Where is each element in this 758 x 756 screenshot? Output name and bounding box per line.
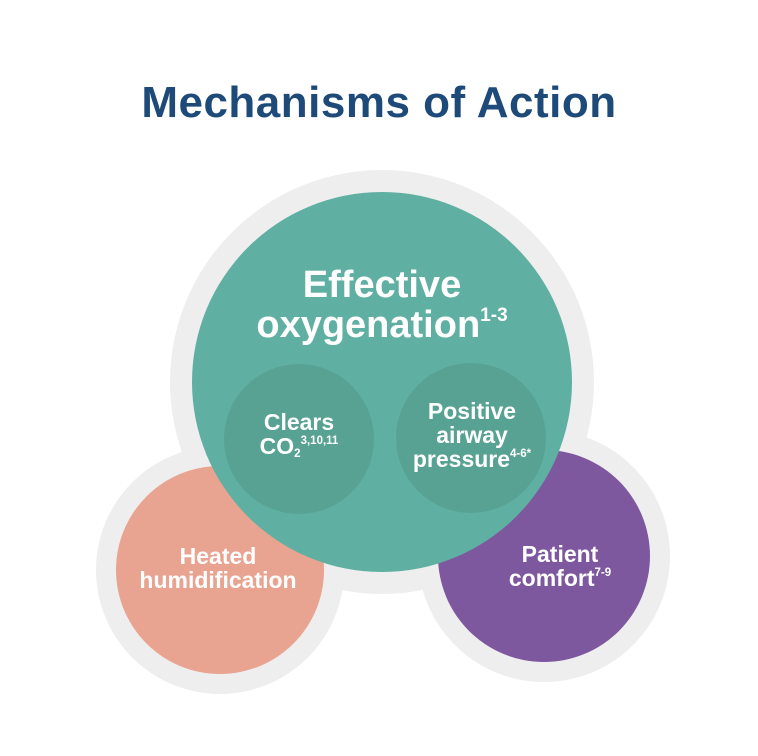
clears-line2: CO <box>259 433 295 460</box>
positive-airway-pressure-circle <box>396 363 546 513</box>
pap-line2: airway <box>436 422 508 449</box>
main-line2: oxygenation <box>256 304 481 347</box>
main-ref: 1-3 <box>480 304 508 326</box>
clears-subscript: 2 <box>294 448 301 461</box>
pap-line3: pressure <box>412 446 511 473</box>
effective-oxygenation-label: Effective oxygenation1-3 <box>190 264 574 347</box>
patient-line2-row: comfort7-9 <box>480 566 640 590</box>
pap-line1: Positive <box>427 398 517 424</box>
main-line2-row: oxygenation1-3 <box>190 304 574 347</box>
patient-ref: 7-9 <box>594 567 612 580</box>
pap-ref: 4-6* <box>510 448 532 461</box>
heated-line2: humidification <box>139 567 297 594</box>
patient-line2: comfort <box>508 565 595 592</box>
clears-co2-circle <box>224 364 374 514</box>
patient-comfort-label: Patient comfort7-9 <box>480 542 640 590</box>
clears-line1: Clears <box>263 409 335 435</box>
pap-line3-row: pressure4-6* <box>392 447 552 471</box>
heated-humidification-label: Heated humidification <box>108 544 328 592</box>
heated-line1: Heated <box>179 543 257 569</box>
patient-line1: Patient <box>521 541 599 567</box>
page-title: Mechanisms of Action <box>141 78 617 127</box>
clears-co2-label: Clears CO23,10,11 <box>224 410 374 460</box>
main-line1: Effective <box>302 264 462 306</box>
clears-ref: 3,10,11 <box>300 435 339 448</box>
clears-line2-row: CO23,10,11 <box>224 434 374 460</box>
positive-airway-pressure-label: Positive airway pressure4-6* <box>392 398 552 472</box>
